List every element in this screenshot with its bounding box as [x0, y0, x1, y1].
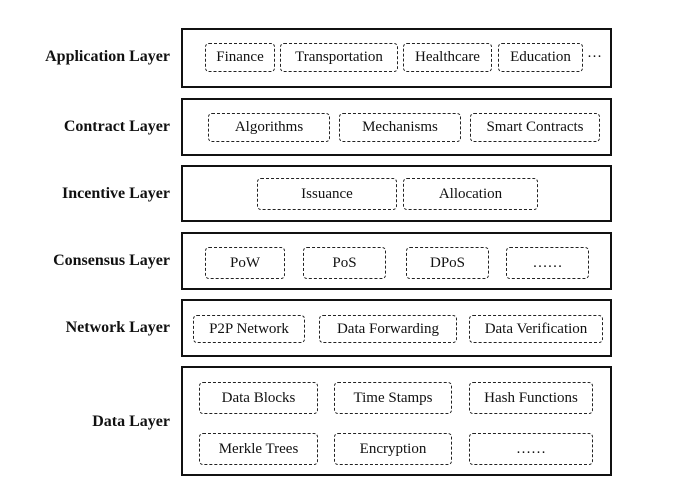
layer-label-network: Network Layer — [65, 319, 170, 336]
layer-label-contract: Contract Layer — [63, 118, 170, 135]
ellipsis-more: ··· — [587, 49, 602, 65]
layer-box-contract: Algorithms Mechanisms Smart Contracts — [181, 98, 612, 156]
item-finance: Finance — [205, 43, 275, 72]
item-algorithms: Algorithms — [208, 113, 330, 142]
layer-label-incentive: Incentive Layer — [62, 185, 170, 202]
item-healthcare: Healthcare — [403, 43, 492, 72]
item-more-data: …… — [469, 433, 593, 465]
item-more-consensus: …… — [506, 247, 589, 279]
item-issuance: Issuance — [257, 178, 397, 210]
layer-label-data: Data Layer — [92, 413, 170, 430]
item-pow: PoW — [205, 247, 285, 279]
layer-box-data: Data Blocks Time Stamps Hash Functions M… — [181, 366, 612, 476]
item-education: Education — [498, 43, 583, 72]
layer-box-incentive: Issuance Allocation — [181, 165, 612, 222]
layer-label-application: Application Layer — [45, 48, 170, 65]
item-data-verification: Data Verification — [469, 315, 603, 343]
item-mechanisms: Mechanisms — [339, 113, 461, 142]
item-merkle-trees: Merkle Trees — [199, 433, 318, 465]
item-p2p-network: P2P Network — [193, 315, 305, 343]
item-data-blocks: Data Blocks — [199, 382, 318, 414]
layer-box-network: P2P Network Data Forwarding Data Verific… — [181, 299, 612, 357]
item-time-stamps: Time Stamps — [334, 382, 452, 414]
layer-box-application: Finance Transportation Healthcare Educat… — [181, 28, 612, 88]
item-pos: PoS — [303, 247, 386, 279]
item-smart-contracts: Smart Contracts — [470, 113, 600, 142]
layer-box-consensus: PoW PoS DPoS …… — [181, 232, 612, 290]
item-dpos: DPoS — [406, 247, 489, 279]
item-data-forwarding: Data Forwarding — [319, 315, 457, 343]
item-hash-functions: Hash Functions — [469, 382, 593, 414]
item-transportation: Transportation — [280, 43, 398, 72]
item-encryption: Encryption — [334, 433, 452, 465]
layer-label-consensus: Consensus Layer — [53, 252, 170, 269]
item-allocation: Allocation — [403, 178, 538, 210]
